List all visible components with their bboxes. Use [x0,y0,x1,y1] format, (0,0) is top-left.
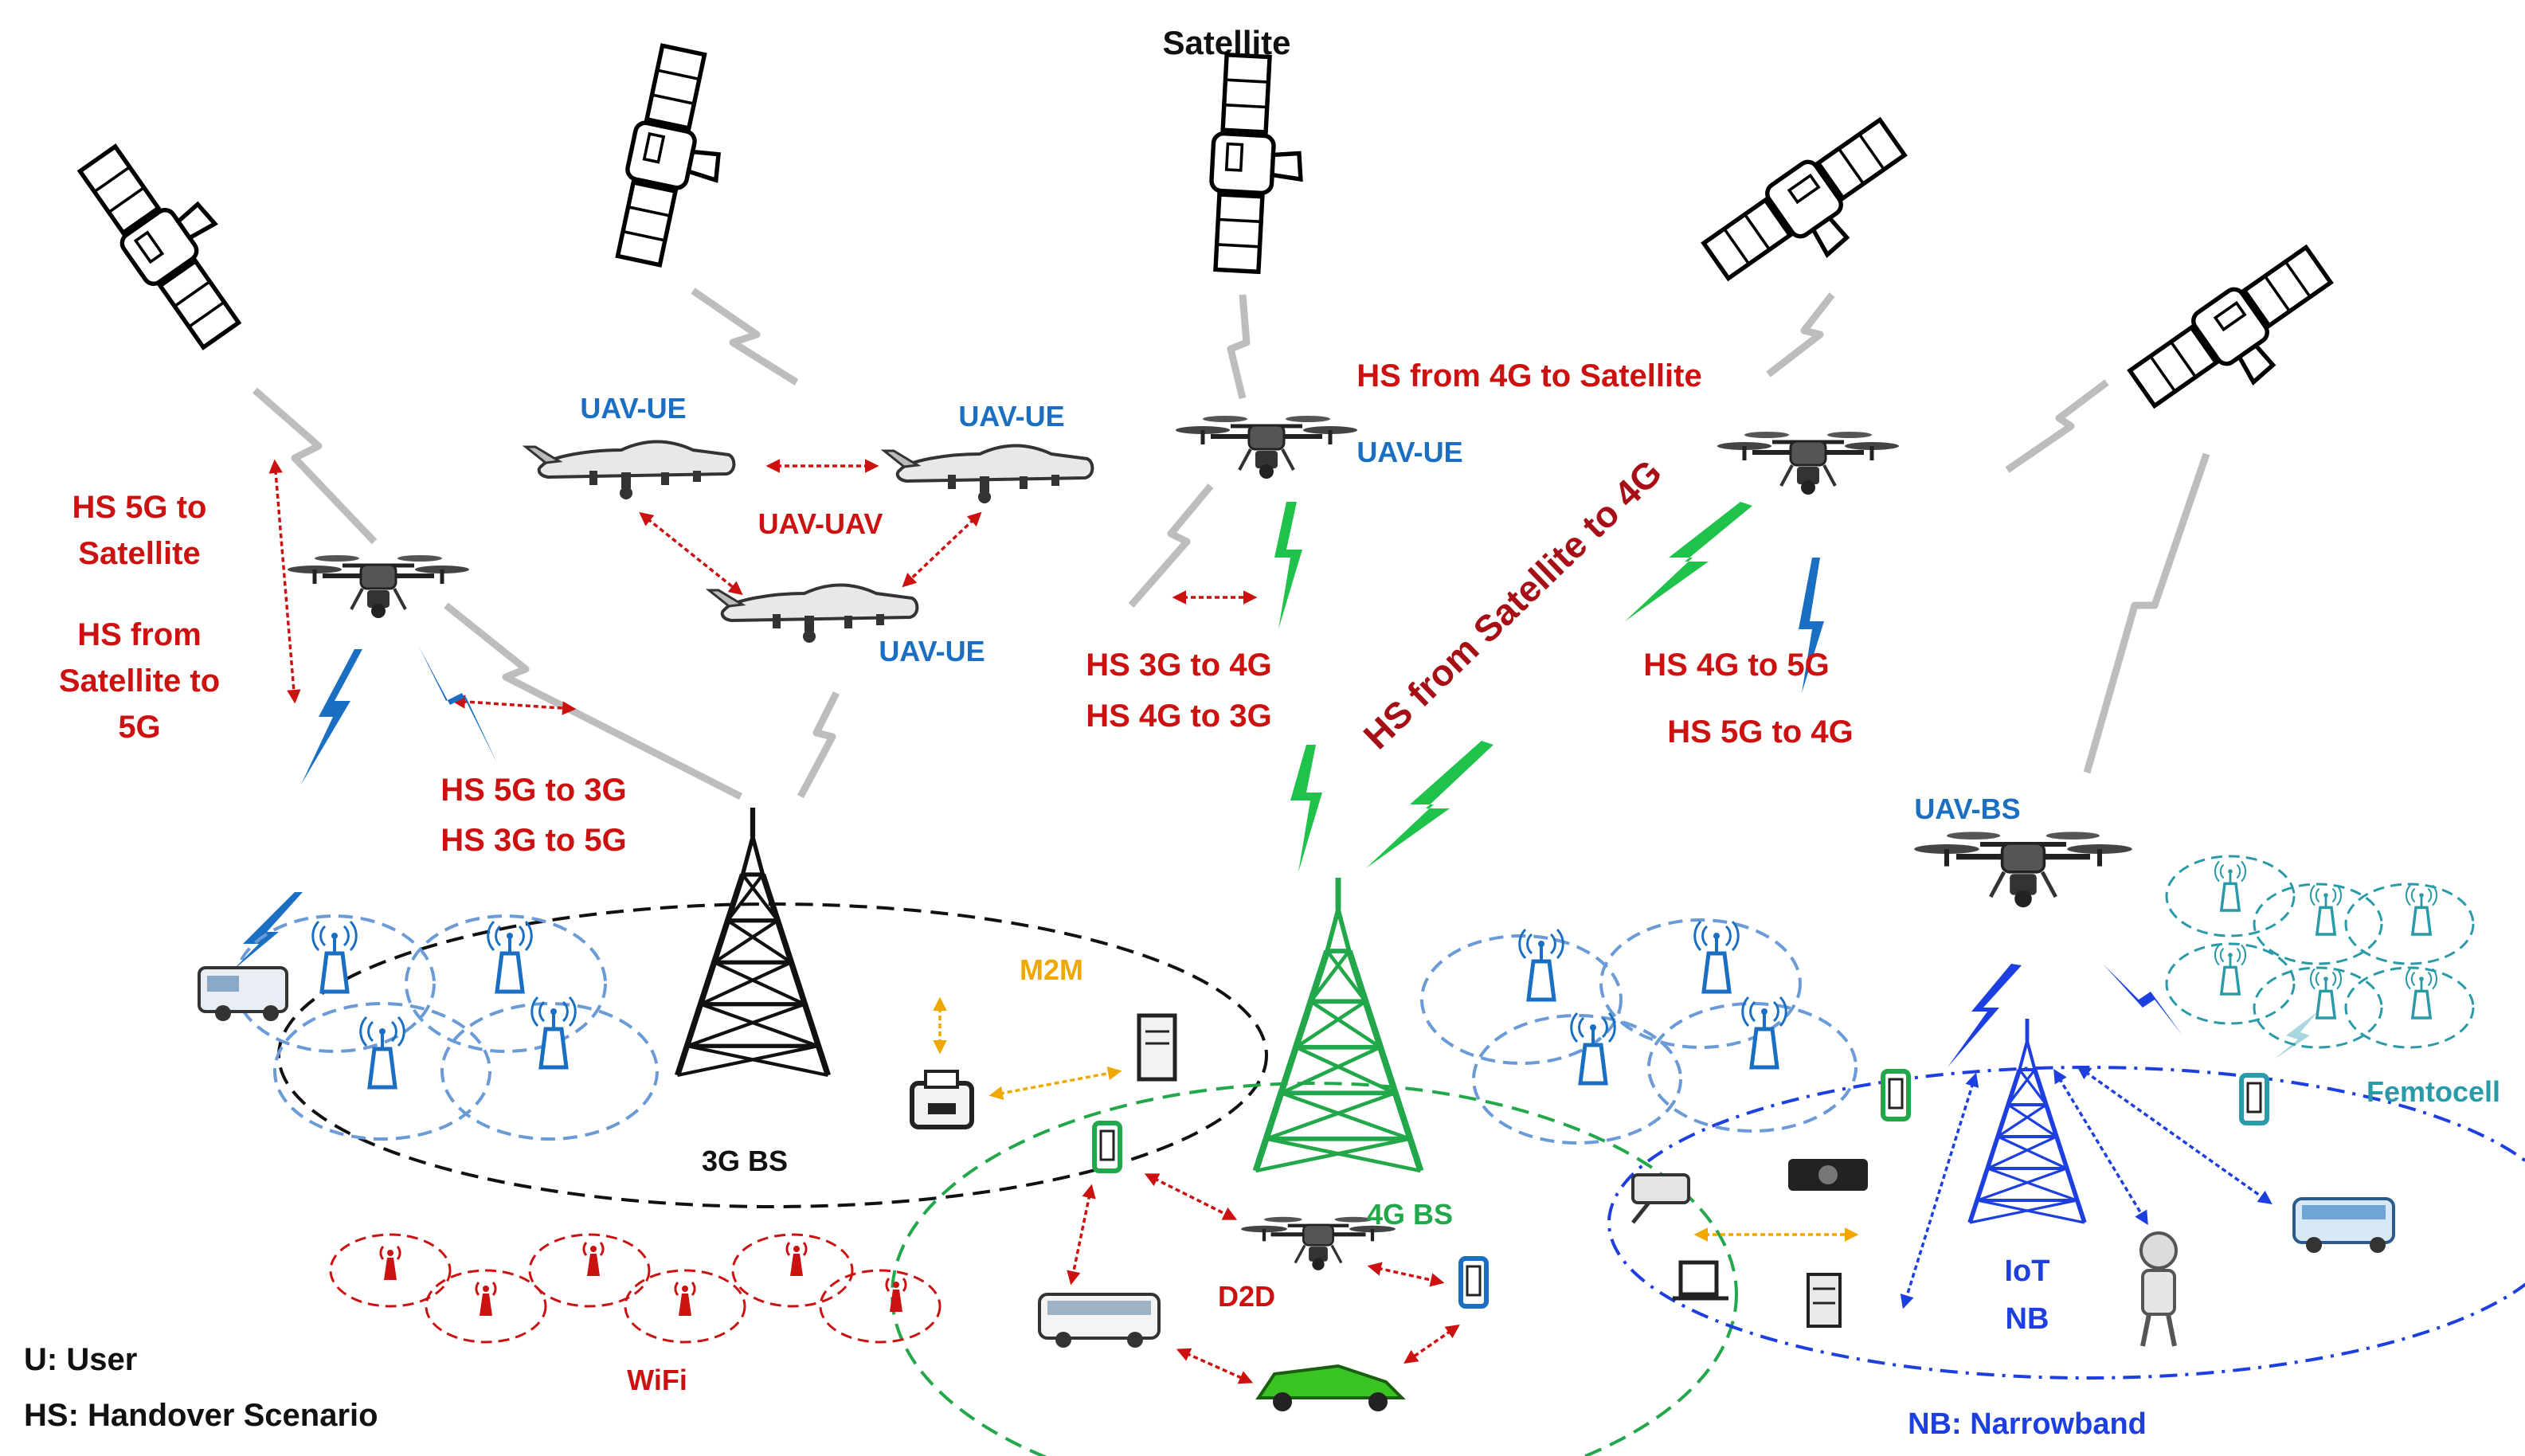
satellite-icon [1699,113,1926,309]
uav-aircraft-icon [524,440,736,501]
label-3g-bs: 3G BS [702,1145,788,1177]
label-wifi: WiFi [627,1364,687,1396]
label-hs-satellite-5g: 5G [118,710,160,745]
lightning-link-icon [1948,964,2182,1067]
tower-icon [1970,1019,2085,1223]
tower-icon [1256,878,1421,1171]
satellite-icon [73,125,269,352]
phone-icon [1094,1123,1120,1171]
label-hs-4g-5g: HS 4G to 5G [1643,648,1829,683]
satellite-icon [1207,54,1307,273]
lightning-link-icon [1274,502,1752,872]
phone-icon [1461,1258,1486,1306]
laptop-icon [1673,1260,1728,1301]
tower-icon [678,808,828,1075]
label-m2m: M2M [1020,953,1083,986]
satellite-icon [609,44,741,272]
lightning-link-icon [2274,1012,2318,1059]
access-point-icon [313,922,1786,1087]
phone-icon [2241,1075,2267,1123]
label-hs-5g-4g: HS 5G to 4G [1667,714,1853,750]
label-nb: NB [2006,1302,2049,1336]
label-hs-satellite-5g: HS from [77,617,202,652]
lightning-link-icon [252,288,2210,800]
drone-icon [288,555,469,618]
label-femtocell: Femtocell [2366,1075,2500,1108]
satellite-icon [2125,241,2352,436]
legend-narrowband: NB: Narrowband [1908,1407,2147,1441]
label-uav-ue: UAV-UE [958,400,1064,432]
drone-icon [1176,416,1357,479]
bus-icon [2292,1197,2395,1253]
drone-icon [1914,832,2132,907]
bus-icon [1038,1293,1161,1348]
label-iot: IoT [2005,1254,2050,1288]
uav-aircraft-icon [883,444,1094,505]
server-icon [1137,1013,1177,1082]
label-hs-5g-3g: HS 5G to 3G [440,773,626,808]
label-hs-3g-4g: HS 3G to 4G [1086,648,1271,683]
label-uav-uav: UAV-UAV [758,507,883,540]
legend-handover: HS: Handover Scenario [24,1398,378,1433]
label-hs-satellite-4g: HS from Satellite to 4G [1356,452,1670,757]
legend-user: U: User [24,1342,137,1377]
label-d2d: D2D [1218,1280,1275,1313]
label-hs-5g-satellite: HS 5G to [72,490,207,525]
label-uav-ue: UAV-UE [1356,436,1462,468]
label-hs-satellite-5g: Satellite to [59,663,220,699]
camera-icon [1788,1159,1868,1191]
label-uav-ue: UAV-UE [580,392,686,425]
robot-icon [2139,1231,2178,1347]
label-hs-3g-5g: HS 3G to 5G [440,823,626,858]
label-hs-4g-3g: HS 4G to 3G [1086,699,1271,734]
server-icon [1807,1273,1842,1328]
car-icon [1255,1364,1406,1411]
printer-icon [910,1070,974,1129]
phone-icon [1883,1071,1908,1119]
label-hs-4g-satellite: HS from 4G to Satellite [1356,358,1701,393]
camera-icon [1631,1173,1690,1224]
ambulance-icon [198,966,288,1021]
label-uav-bs: UAV-BS [1914,793,2020,825]
lightning-link-icon [231,558,1824,972]
label-4g-bs: 4G BS [1367,1198,1453,1231]
drone-icon [1717,432,1899,495]
label-hs-5g-satellite: Satellite [78,536,200,571]
label-uav-ue: UAV-UE [879,635,985,667]
